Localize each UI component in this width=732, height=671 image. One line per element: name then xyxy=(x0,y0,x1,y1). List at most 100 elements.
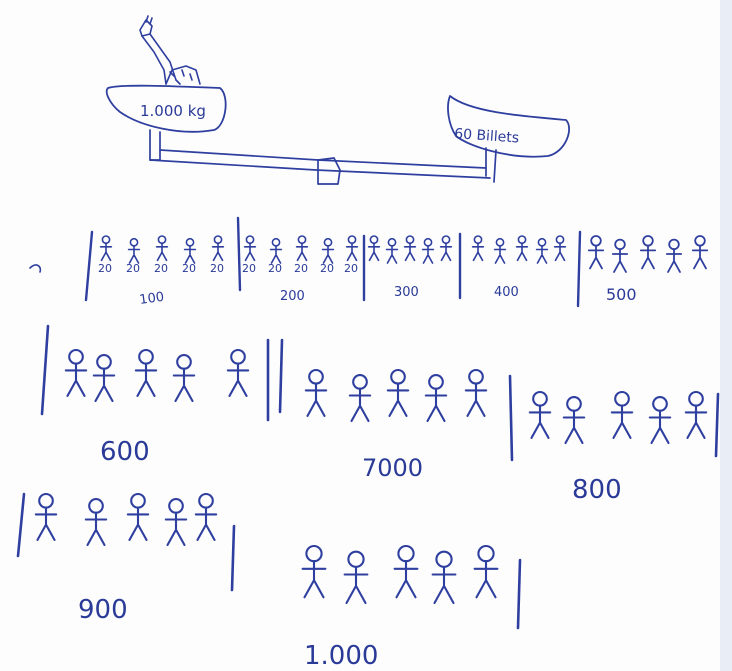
stick-figure-3 xyxy=(395,546,418,597)
stick-figure-4 xyxy=(166,499,186,545)
balance-scale: 1.000 kg 60 Billets xyxy=(107,16,569,184)
stick-figure-4 xyxy=(174,355,194,401)
group-label-100: 100 xyxy=(138,290,165,308)
stick-figure-5 xyxy=(686,392,706,438)
stick-figure-3 xyxy=(157,236,168,260)
stick-figure-2 xyxy=(345,552,368,603)
group-200: 20 20 20 20 20 200 xyxy=(242,236,358,304)
group-500-figures xyxy=(589,236,707,272)
stick-figure-5 xyxy=(475,546,498,597)
group-400-figures xyxy=(473,236,566,263)
figure-label-100-4: 20 xyxy=(182,262,196,275)
stick-figure-1 xyxy=(369,236,380,260)
row-3: 900 1.000 xyxy=(18,494,520,671)
stick-figure-1 xyxy=(306,370,326,416)
group-800-figures xyxy=(530,392,706,443)
stick-figure-4 xyxy=(433,552,456,603)
stick-figure-4 xyxy=(650,397,670,443)
group-900: 900 xyxy=(36,494,216,625)
figure-label-100-3: 20 xyxy=(154,262,168,275)
stick-figure-5 xyxy=(196,494,216,540)
stick-figure-3 xyxy=(297,236,308,260)
stick-figure-1 xyxy=(530,392,550,438)
figure-label-200-1: 20 xyxy=(242,262,256,275)
stick-figure-3 xyxy=(517,236,528,260)
stick-figure-5 xyxy=(693,236,707,268)
stick-figure-4 xyxy=(323,239,334,263)
group-500: 500 xyxy=(589,236,707,304)
group-label-300: 300 xyxy=(394,285,419,300)
stick-figure-2 xyxy=(613,240,627,272)
giraffe-sketch xyxy=(140,16,200,84)
stick-figure-5 xyxy=(213,236,224,260)
group-label-200: 200 xyxy=(280,289,305,304)
figure-label-100-5: 20 xyxy=(210,262,224,275)
stick-figure-2 xyxy=(129,239,140,263)
stick-figure-5 xyxy=(441,236,452,260)
group-300: 300 xyxy=(369,236,452,300)
stick-figure-1 xyxy=(245,236,256,260)
right-stem xyxy=(486,148,496,182)
group-label-800: 800 xyxy=(572,475,622,505)
group-1000: 1.000 xyxy=(303,546,498,671)
figure-label-200-3: 20 xyxy=(294,262,308,275)
stick-figure-3 xyxy=(136,350,156,396)
group-700-figures xyxy=(306,370,486,421)
group-300-figures xyxy=(369,236,452,263)
stick-figure-3 xyxy=(405,236,416,260)
stick-figure-5 xyxy=(466,370,486,416)
figure-label-100-2: 20 xyxy=(126,262,140,275)
right-pan-label: 60 Billets xyxy=(454,126,520,146)
group-label-600: 600 xyxy=(100,437,150,467)
stick-figure-1 xyxy=(473,236,484,260)
stick-figure-5 xyxy=(555,236,566,260)
figure-label-100-1: 20 xyxy=(98,262,112,275)
figure-label-200-5: 20 xyxy=(344,262,358,275)
stick-figure-3 xyxy=(641,236,655,268)
stick-figure-2 xyxy=(94,355,114,401)
stick-figure-3 xyxy=(388,370,408,416)
group-800: 800 xyxy=(530,392,706,505)
group-label-500: 500 xyxy=(606,285,637,304)
stick-figure-4 xyxy=(185,239,196,263)
figure-label-200-4: 20 xyxy=(320,262,334,275)
stick-figure-4 xyxy=(667,240,681,272)
stick-figure-5 xyxy=(347,236,358,260)
stick-figure-2 xyxy=(387,239,398,263)
group-label-900: 900 xyxy=(78,595,128,625)
stick-figure-3 xyxy=(128,494,148,540)
group-600-figures xyxy=(66,350,248,401)
stick-figure-1 xyxy=(303,546,326,597)
stick-figure-4 xyxy=(426,375,446,421)
stick-figure-4 xyxy=(537,239,548,263)
stick-figure-2 xyxy=(271,239,282,263)
stick-figure-2 xyxy=(350,375,370,421)
group-100: 20 20 20 20 20 100 xyxy=(98,236,224,308)
stick-figure-2 xyxy=(495,239,506,263)
stick-figure-1 xyxy=(589,236,603,268)
left-pan-label: 1.000 kg xyxy=(140,102,206,120)
group-label-400: 400 xyxy=(494,285,519,300)
group-100-figures xyxy=(101,236,224,263)
scale-beam xyxy=(150,160,490,178)
stray-mark xyxy=(30,265,40,272)
stick-figure-1 xyxy=(101,236,112,260)
group-700: 7000 xyxy=(306,370,486,482)
stick-figure-3 xyxy=(612,392,632,438)
stick-figure-1 xyxy=(66,350,86,396)
stick-figure-1 xyxy=(36,494,56,540)
stick-figure-2 xyxy=(564,397,584,443)
row-2: 600 7000 800 xyxy=(42,326,718,505)
group-label-1000: 1.000 xyxy=(304,641,378,671)
group-600: 600 xyxy=(66,350,248,467)
group-label-700: 7000 xyxy=(362,454,423,482)
group-1000-figures xyxy=(303,546,498,603)
stick-figure-5 xyxy=(228,350,248,396)
left-stem xyxy=(150,130,160,160)
stick-figure-2 xyxy=(86,499,106,545)
figure-label-200-2: 20 xyxy=(268,262,282,275)
stick-figure-4 xyxy=(423,239,434,263)
